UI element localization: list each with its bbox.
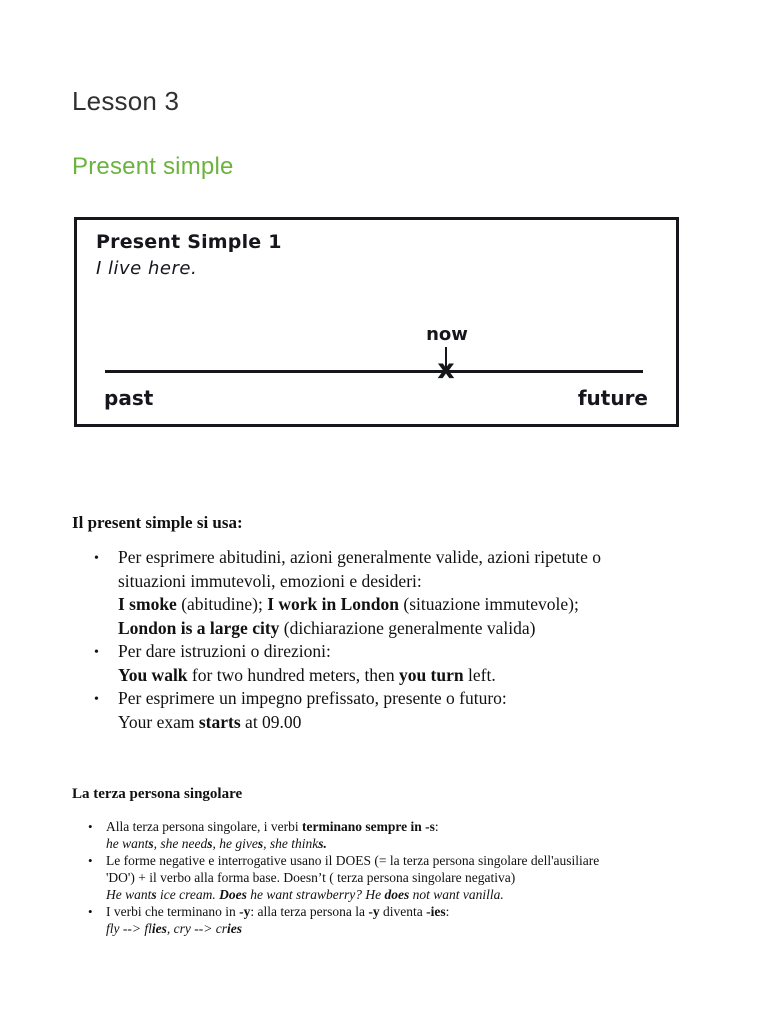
list-item: Per esprimere abitudini, azioni generalm… [72,546,732,640]
future-label: future [577,386,648,410]
section-heading: Present simple [72,153,234,180]
bullet-marker [88,903,93,920]
diagram-example: I live here. [96,258,198,279]
third-person-list: Alla terza persona singolare, i verbi te… [72,818,752,937]
timeline-tick [445,347,447,371]
bullet-marker [94,547,99,571]
list-item: Per esprimere un impegno prefissato, pre… [72,687,732,734]
list-item-text: I verbi che terminano in -y: alla terza … [106,904,450,936]
bullet-marker [94,641,99,665]
now-label: now [426,324,468,345]
list-item: Per dare istruzioni o direzioni:You walk… [72,640,732,687]
bullet-marker [94,688,99,712]
list-item-text: Per esprimere abitudini, azioni generalm… [118,547,602,638]
usage-list: Per esprimere abitudini, azioni generalm… [72,546,732,734]
list-item-text: Alla terza persona singolare, i verbi te… [106,819,439,851]
timeline-line [105,370,643,373]
x-marker: x [437,354,455,385]
list-item-text: Le forme negative e interrogative usano … [106,853,600,902]
list-item-text: Per dare istruzioni o direzioni:You walk… [118,641,496,685]
list-item: Le forme negative e interrogative usano … [72,852,752,903]
list-item: I verbi che terminano in -y: alla terza … [72,903,752,937]
list-item: Alla terza persona singolare, i verbi te… [72,818,752,852]
diagram-title: Present Simple 1 [96,231,282,253]
list-item-text: Per esprimere un impegno prefissato, pre… [118,688,507,732]
timeline-diagram-box: Present Simple 1 I live here. now x past… [74,217,679,427]
past-label: past [104,386,154,410]
bullet-marker [88,818,93,835]
page-title: Lesson 3 [72,86,180,116]
usage-heading: Il present simple si usa: [72,513,243,532]
bullet-marker [88,852,93,869]
third-person-heading: La terza persona singolare [72,786,243,802]
